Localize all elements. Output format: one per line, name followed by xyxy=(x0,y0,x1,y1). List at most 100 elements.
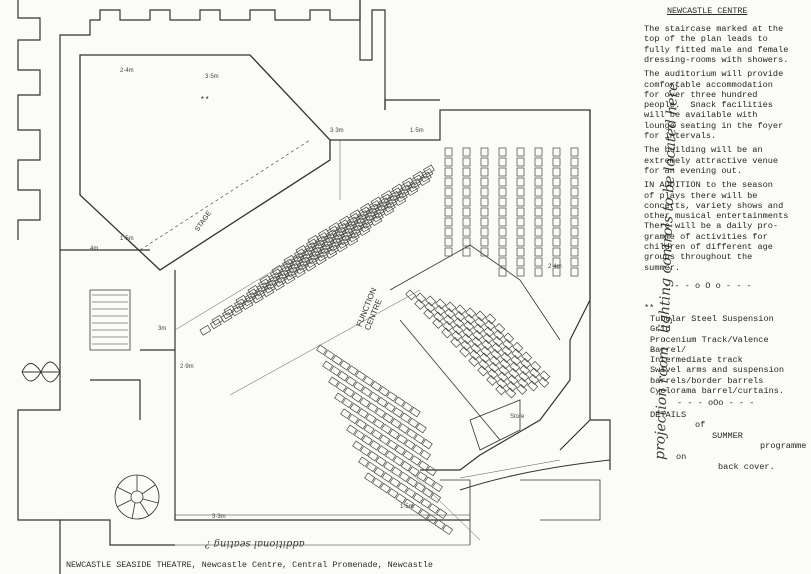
seat xyxy=(480,197,489,207)
seat xyxy=(401,401,413,413)
seat xyxy=(307,234,320,246)
seat xyxy=(480,247,489,257)
seat xyxy=(421,438,433,450)
seat xyxy=(340,408,352,419)
seat xyxy=(430,492,442,503)
seat xyxy=(426,514,438,525)
seat xyxy=(480,237,489,247)
equipment-line: barrels/border barrels xyxy=(650,375,764,386)
seat xyxy=(373,418,385,429)
seat xyxy=(419,449,431,461)
seat xyxy=(431,481,443,493)
seat xyxy=(360,202,372,214)
seat xyxy=(552,147,561,157)
seat xyxy=(400,460,412,472)
seat xyxy=(570,257,579,267)
seat xyxy=(406,476,418,488)
paragraph-line: The staircase marked at the xyxy=(644,24,784,34)
seat xyxy=(416,471,428,482)
seat xyxy=(552,187,561,197)
store-label: Store xyxy=(510,414,525,420)
seat xyxy=(381,190,393,201)
seat xyxy=(498,207,507,217)
seat xyxy=(434,519,446,530)
stage-asterisk: ** xyxy=(200,96,210,105)
seat xyxy=(425,295,437,307)
paragraph-line: people. Snack facilities xyxy=(644,100,773,111)
seat xyxy=(392,407,404,418)
seat xyxy=(383,461,395,472)
seat xyxy=(539,370,551,382)
equipment-line: Cyclorama barrel/curtains. xyxy=(650,386,785,396)
seat xyxy=(402,177,414,189)
seat xyxy=(516,197,525,207)
separator: - - - oOo - - - xyxy=(677,398,755,409)
seat xyxy=(570,267,579,277)
svg-text:2·4m: 2·4m xyxy=(548,264,562,270)
seat xyxy=(530,361,542,372)
seat xyxy=(462,167,471,177)
seat xyxy=(534,157,543,167)
seat xyxy=(353,429,365,441)
svg-text:1·5m: 1·5m xyxy=(410,128,424,134)
seat xyxy=(405,289,417,301)
seat xyxy=(498,187,507,197)
seat xyxy=(235,294,248,306)
seat xyxy=(570,247,579,257)
asterisk: ** xyxy=(644,302,655,313)
seat xyxy=(552,197,561,207)
seat xyxy=(534,187,543,197)
seat xyxy=(387,488,399,499)
seat xyxy=(465,307,477,319)
paragraph-line: extremely attractive venue xyxy=(644,155,779,166)
seat xyxy=(534,237,543,247)
seat xyxy=(359,445,371,457)
seat xyxy=(534,197,543,207)
seat xyxy=(407,417,419,429)
seat xyxy=(347,413,359,425)
footer-address: NEWCASTLE SEASIDE THEATRE, Newcastle Cen… xyxy=(66,560,433,570)
svg-text:3m: 3m xyxy=(158,326,166,332)
seat xyxy=(521,351,533,363)
seat xyxy=(271,264,284,276)
seat xyxy=(415,422,427,434)
seat xyxy=(516,147,525,157)
equipment-line: Barrel/ xyxy=(650,344,687,355)
seat xyxy=(371,477,383,489)
seat xyxy=(455,304,467,316)
seat xyxy=(343,386,355,398)
seat xyxy=(234,298,246,310)
seat xyxy=(498,167,507,177)
paragraph-line: The auditorium will provide xyxy=(644,69,784,80)
seat xyxy=(247,284,260,296)
seat xyxy=(398,423,410,434)
seat xyxy=(349,209,362,221)
seat xyxy=(498,237,507,247)
seat xyxy=(480,207,489,217)
seat xyxy=(462,187,471,197)
seat xyxy=(329,365,341,377)
seat xyxy=(413,433,425,445)
details-line: on xyxy=(676,452,687,463)
seat xyxy=(270,268,282,280)
paragraph-line: The building will be an xyxy=(644,145,763,156)
equipment-line: Swivel arms and suspension xyxy=(650,365,785,376)
seat xyxy=(498,267,507,277)
paragraph-line: comfortable accommodation xyxy=(644,79,773,90)
seat xyxy=(353,381,365,392)
handwritten-bottom-note: additional seating ? xyxy=(205,538,305,549)
seat xyxy=(390,418,402,429)
seat xyxy=(323,349,335,361)
seat xyxy=(379,434,391,445)
seat xyxy=(462,177,471,187)
seat xyxy=(359,397,371,408)
seat xyxy=(381,472,393,483)
seat xyxy=(386,391,398,402)
seat xyxy=(410,503,422,515)
seat xyxy=(516,167,525,177)
details-line: DETAILS xyxy=(650,410,687,421)
seat xyxy=(370,380,382,392)
seat xyxy=(404,487,416,499)
equipment-line: Intermediate track xyxy=(650,355,743,366)
seat xyxy=(394,444,406,456)
